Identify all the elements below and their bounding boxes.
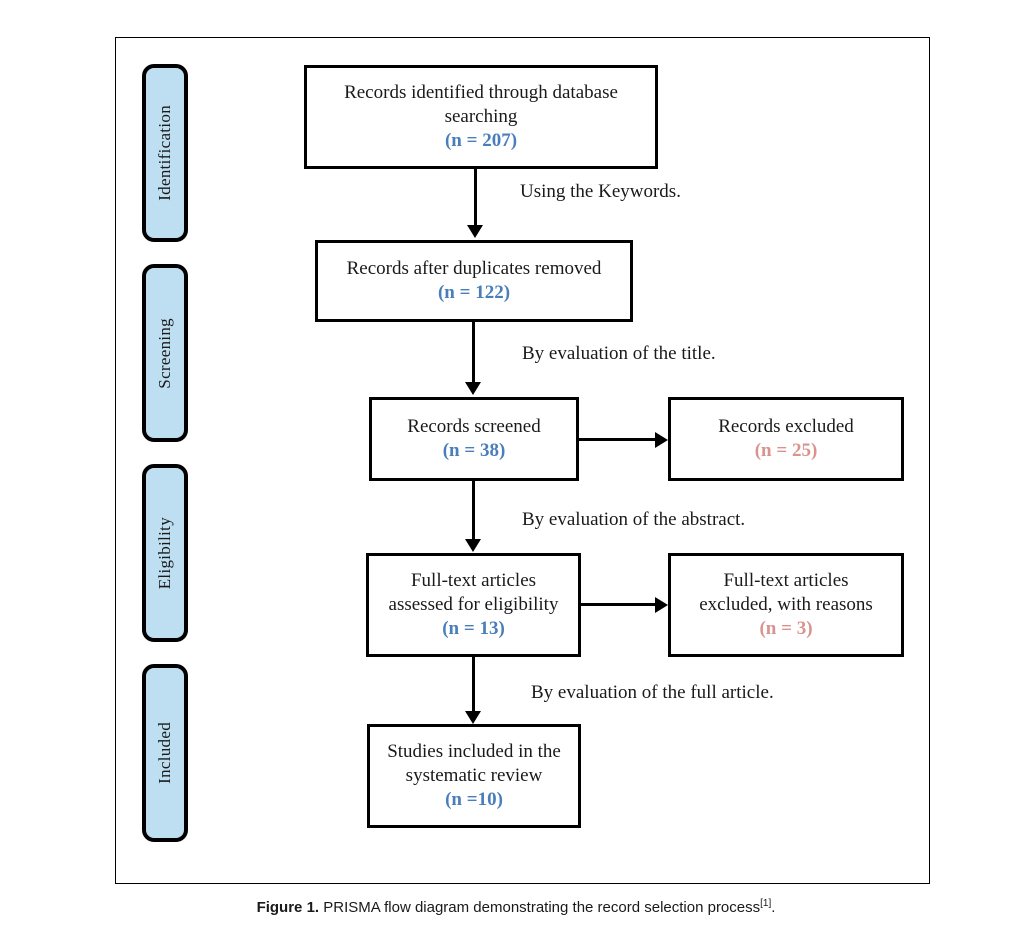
box-records-after-duplicates-count: (n = 122): [437, 282, 511, 304]
box-records-excluded-count: (n = 25): [754, 440, 818, 462]
edge-note-full-article: By evaluation of the full article.: [531, 682, 774, 703]
connector-fulltext-to-excluded-arrowhead: [655, 597, 668, 613]
box-studies-included-line1: Studies included in the: [387, 741, 561, 763]
stage-label-screening: Screening: [155, 317, 174, 389]
stage-pill-eligibility: Eligibility: [142, 464, 188, 642]
box-records-excluded-line1: Records excluded: [718, 416, 854, 438]
stage-pill-identification: Identification: [142, 64, 188, 242]
box-fulltext-assessed-count: (n = 13): [442, 617, 505, 639]
box-records-after-duplicates-line1: Records after duplicates removed: [346, 258, 602, 280]
box-records-excluded: Records excluded (n = 25): [668, 397, 904, 481]
connector-screened-to-excluded-line: [579, 438, 657, 441]
figure-caption-label: Figure 1.: [256, 899, 320, 916]
connector-screened-to-fulltext-arrowhead: [465, 539, 481, 552]
edge-note-title: By evaluation of the title.: [522, 343, 716, 364]
edge-note-keywords: Using the Keywords.: [520, 181, 681, 202]
box-records-screened-count: (n = 38): [442, 440, 506, 462]
box-studies-included-line2: systematic review: [405, 764, 543, 786]
box-records-screened: Records screened (n = 38): [369, 397, 579, 481]
box-fulltext-excluded: Full-text articles excluded, with reason…: [668, 553, 904, 657]
stage-label-included: Included: [155, 722, 174, 784]
edge-note-abstract: By evaluation of the abstract.: [522, 509, 746, 530]
connector-duplicates-to-screened-arrowhead: [465, 382, 481, 395]
figure-caption: Figure 1. PRISMA flow diagram demonstrat…: [0, 898, 1032, 916]
box-fulltext-assessed-line2: assessed for eligibility: [388, 593, 559, 615]
figure-frame: Identification Screening Eligibility Inc…: [115, 37, 930, 884]
box-records-screened-line1: Records screened: [407, 416, 541, 438]
stage-label-eligibility: Eligibility: [155, 516, 174, 590]
stage-pill-included: Included: [142, 664, 188, 842]
box-records-identified-count: (n = 207): [444, 129, 518, 151]
connector-identified-to-duplicates-arrowhead: [467, 225, 483, 238]
box-records-after-duplicates: Records after duplicates removed (n = 12…: [315, 240, 633, 322]
box-records-identified: Records identified through database sear…: [304, 65, 658, 169]
connector-fulltext-to-included-line: [472, 657, 475, 713]
box-studies-included: Studies included in the systematic revie…: [367, 724, 581, 828]
stage-label-identification: Identification: [155, 105, 174, 201]
stage-pill-screening: Screening: [142, 264, 188, 442]
box-studies-included-count: (n =10): [445, 788, 503, 810]
box-fulltext-assessed-line1: Full-text articles: [410, 570, 537, 592]
connector-duplicates-to-screened-line: [472, 322, 475, 384]
figure-caption-reference: [1]: [760, 898, 772, 909]
connector-fulltext-to-excluded-line: [581, 603, 657, 606]
box-fulltext-excluded-count: (n = 3): [759, 617, 813, 639]
box-fulltext-excluded-line2: excluded, with reasons: [699, 593, 873, 615]
connector-screened-to-excluded-arrowhead: [655, 432, 668, 448]
figure-caption-text: PRISMA flow diagram demonstrating the re…: [323, 899, 761, 916]
box-fulltext-assessed: Full-text articles assessed for eligibil…: [366, 553, 581, 657]
connector-fulltext-to-included-arrowhead: [465, 711, 481, 724]
figure-caption-period: .: [771, 899, 776, 916]
box-fulltext-excluded-line1: Full-text articles: [723, 570, 849, 592]
connector-identified-to-duplicates-line: [474, 169, 477, 227]
box-records-identified-line1: Records identified through database: [344, 82, 618, 104]
box-records-identified-line2: searching: [444, 105, 518, 127]
connector-screened-to-fulltext-line: [472, 481, 475, 541]
